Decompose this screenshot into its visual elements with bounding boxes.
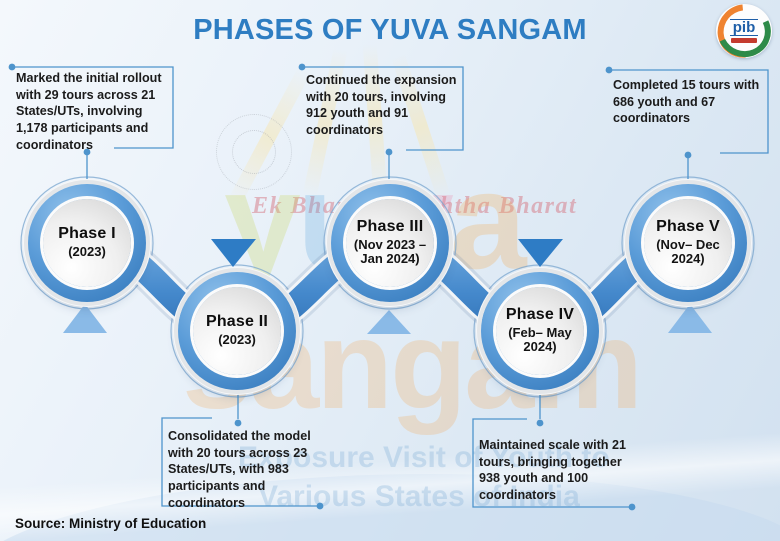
up-arrow-icon [367, 310, 411, 334]
phase-node-3-disc: Phase III (Nov 2023 –Jan 2024) [346, 199, 434, 287]
phase-node-4: Phase IV (Feb– May 2024) [481, 272, 599, 390]
phase-period: (Nov– Dec 2024) [656, 236, 720, 267]
phase-node-2-disc: Phase II (2023) [193, 287, 281, 375]
up-arrow-icon [63, 304, 107, 333]
pib-logo: pib [716, 4, 772, 58]
phase-period: (2023) [68, 244, 106, 260]
phase-name: Phase III [356, 218, 424, 236]
pib-logo-red-banner [731, 38, 757, 44]
phase-period: (2023) [218, 332, 256, 348]
phase-node-3: Phase III (Nov 2023 –Jan 2024) [331, 184, 449, 302]
watermark-emblem-icon [216, 114, 292, 190]
phase-node-2: Phase II (2023) [178, 272, 296, 390]
watermark-subtitle-line1: Exposure Visit of Youth to [238, 441, 610, 474]
up-arrow-icon [668, 304, 712, 333]
phase-node-1: Phase I (2023) [28, 184, 146, 302]
pib-logo-text: pib [729, 18, 759, 37]
callout-phase-5: Completed 15 tours with 686 youth and 67… [613, 78, 760, 126]
callout-phase-2: Consolidated the model with 20 tours acr… [168, 429, 311, 510]
phase-name: Phase I [58, 225, 116, 243]
phase-node-4-disc: Phase IV (Feb– May 2024) [496, 287, 584, 375]
callout-phase-4: Maintained scale with 21 tours, bringing… [479, 438, 626, 503]
source-note: Source: Ministry of Education [15, 516, 207, 531]
phase-name: Phase IV [505, 306, 575, 324]
callout-borders [12, 66, 769, 508]
phase-name: Phase V [656, 218, 720, 236]
down-arrow-icon [518, 239, 563, 267]
phase-node-1-disc: Phase I (2023) [43, 199, 131, 287]
phase-node-5-disc: Phase V (Nov– Dec 2024) [644, 199, 732, 287]
callout-phase-3: Continued the expansion with 20 tours, i… [306, 73, 457, 138]
watermark-letter: y [224, 144, 301, 298]
phase-node-5: Phase V (Nov– Dec 2024) [629, 184, 747, 302]
page-title: PHASES OF YUVA SANGAM [193, 14, 587, 46]
down-arrow-icon [211, 239, 256, 267]
phase-period: (Feb– May 2024) [508, 324, 572, 355]
watermark-emblem-inner-icon [232, 130, 276, 174]
callout-phase-1: Marked the initial rollout with 29 tours… [16, 71, 162, 152]
phase-name: Phase II [205, 313, 269, 331]
phase-period: (Nov 2023 –Jan 2024) [353, 236, 427, 267]
connector-dots [8, 63, 692, 511]
